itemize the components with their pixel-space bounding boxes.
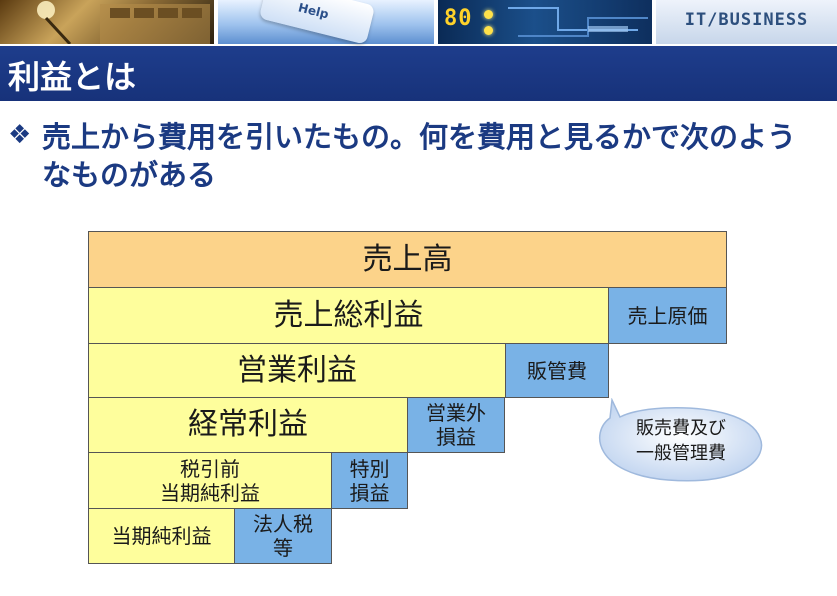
- brand-label: IT/BUSINESS: [684, 10, 809, 30]
- header-banner: Help 80 IT/BUSINESS: [0, 0, 837, 45]
- led-light-icon: [484, 26, 493, 35]
- page-title: 利益とは: [8, 58, 137, 96]
- pretax-profit-cell: 税引前 当期純利益: [88, 452, 332, 509]
- sga-cell: 販管費: [505, 343, 609, 398]
- callout-bubble-icon: [598, 398, 763, 482]
- corporate-tax-cell: 法人税 等: [234, 508, 332, 564]
- net-profit-cell: 当期純利益: [88, 508, 235, 564]
- non-operating-cell: 営業外 損益: [407, 397, 505, 453]
- cost-of-sales-cell: 売上原価: [608, 287, 727, 344]
- banner-photo-desk: [0, 0, 214, 44]
- operating-profit-cell: 営業利益: [88, 343, 506, 398]
- circuit-board-icon: [508, 7, 648, 37]
- banner-photo-circuit: [438, 0, 652, 44]
- ordinary-profit-cell: 経常利益: [88, 397, 408, 453]
- gross-profit-cell: 売上総利益: [88, 287, 609, 344]
- diamond-bullet-icon: ❖: [8, 120, 32, 150]
- banner-brand-panel: [656, 0, 837, 44]
- led-light-icon: [484, 10, 493, 19]
- sales-cell: 売上高: [88, 231, 727, 288]
- callout-text: 販売費及び 一般管理費: [636, 418, 726, 464]
- desk-lamp-icon: [37, 1, 210, 44]
- extraordinary-cell: 特別 損益: [331, 452, 408, 509]
- led-digits: 80: [444, 6, 473, 31]
- title-bar: 利益とは: [0, 46, 837, 101]
- bullet-text: 売上から費用を引いたもの。何を費用と見るかで次のようなものがある: [42, 120, 797, 192]
